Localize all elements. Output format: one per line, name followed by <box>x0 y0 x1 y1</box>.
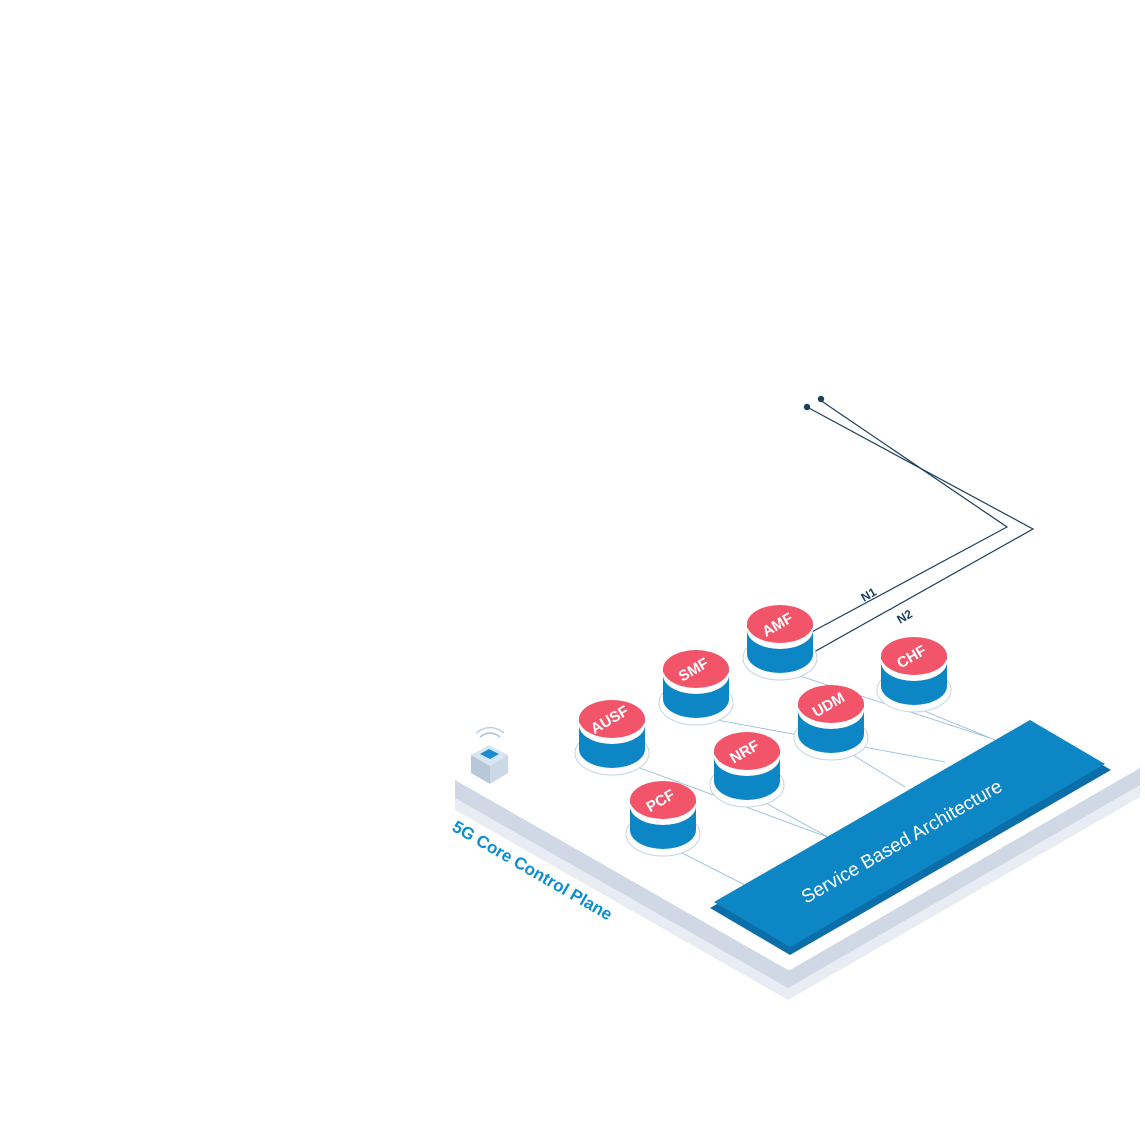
nf-udm: UDM <box>793 685 869 761</box>
interface-wires <box>806 399 1035 653</box>
nf-nrf: NRF <box>709 732 785 808</box>
n1-label: N1 <box>859 585 880 605</box>
n2-wire <box>806 406 1035 653</box>
n2-endpoint <box>803 403 811 411</box>
nf-amf: AMF <box>742 605 818 681</box>
nf-pcf: PCF <box>625 781 701 857</box>
nf-chf: CHF <box>876 637 952 713</box>
control-plane-platform <box>455 576 1140 1000</box>
wireless-device-icon <box>471 726 508 784</box>
n1-wire <box>807 399 1009 635</box>
sba-bus: Service Based Architecture <box>710 720 1111 955</box>
n1-endpoint <box>817 395 825 403</box>
nf-ausf: AUSF <box>574 700 650 776</box>
n2-label: N2 <box>895 607 916 627</box>
nf-smf: SMF <box>658 650 734 726</box>
